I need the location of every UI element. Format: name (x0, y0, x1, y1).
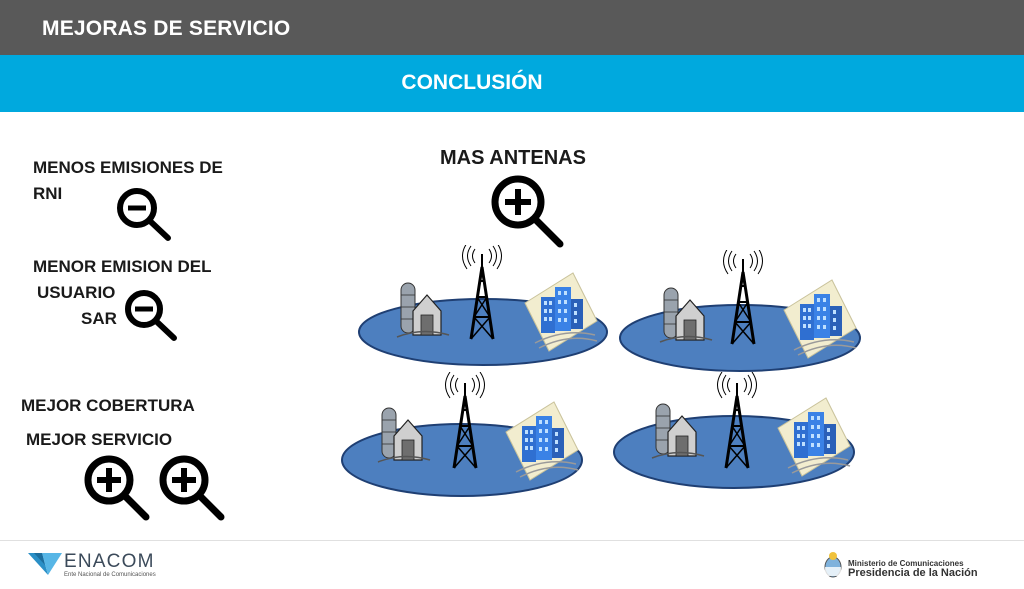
subheader-bar: CONCLUSIÓN (0, 55, 1024, 112)
enacom-logo-name: ENACOM (64, 551, 155, 572)
coverage-scene (613, 372, 855, 489)
zoom-in-icon (84, 455, 150, 521)
item-rni-line2: RNI (33, 184, 63, 203)
item-sar-line1: MENOR EMISION DEL (33, 257, 212, 276)
ministry-line1: Ministerio de Comunicaciones (848, 559, 964, 568)
ministry-line2: Presidencia de la Nación (848, 567, 978, 579)
item-sar-line2: USUARIO (37, 283, 116, 302)
page-title: MEJORAS DE SERVICIO (42, 17, 291, 40)
item-cobertura: MEJOR COBERTURA (21, 396, 195, 415)
more-antennas-heading: MAS ANTENAS (440, 147, 586, 169)
header-bar: MEJORAS DE SERVICIO (0, 0, 1024, 55)
coverage-scene (341, 372, 583, 497)
coverage-scene (358, 245, 608, 366)
footer-divider (0, 540, 1024, 541)
item-rni-line1: MENOS EMISIONES DE (33, 158, 223, 177)
section-title: CONCLUSIÓN (401, 71, 543, 94)
enacom-logo-icon (28, 553, 62, 575)
item-sar-line3: SAR (81, 309, 117, 328)
coat-of-arms-icon (824, 552, 842, 578)
item-servicio: MEJOR SERVICIO (26, 430, 173, 449)
zoom-out-icon (125, 290, 177, 341)
enacom-logo-subtitle: Ente Nacional de Comunicaciones (64, 572, 156, 578)
zoom-in-icon (159, 455, 225, 521)
coverage-scene (619, 250, 861, 372)
zoom-in-icon (491, 175, 564, 248)
zoom-out-icon (117, 188, 171, 241)
